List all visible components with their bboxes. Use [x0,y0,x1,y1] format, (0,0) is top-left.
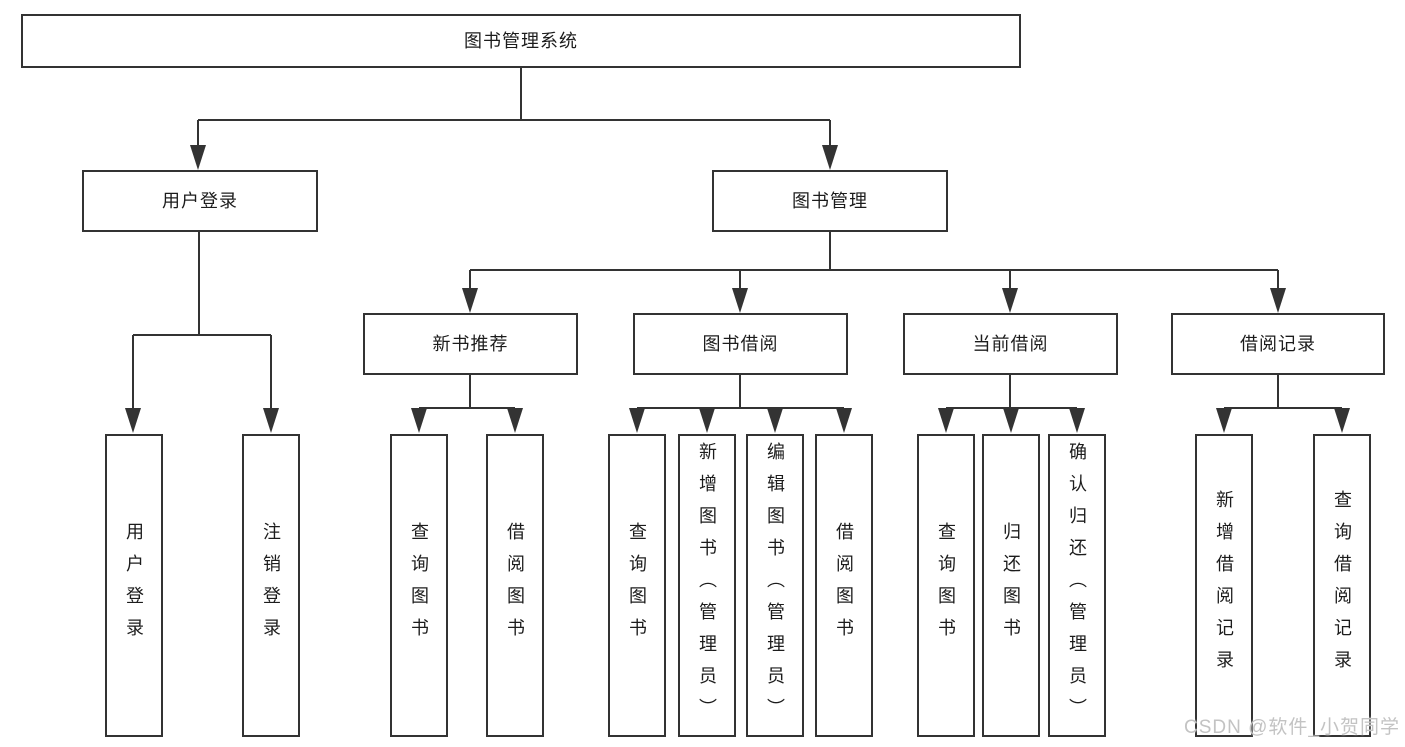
leaf-return-book: 归还图书 [982,434,1040,737]
node-label: 编辑图书（管理员） [765,441,785,730]
node-label: 新书推荐 [432,334,509,354]
leaf-edit-book-admin: 编辑图书（管理员） [746,434,804,737]
node-label: 借阅图书 [834,521,854,650]
node-label: 注销登录 [261,521,281,650]
leaf-query-books-borrow: 查询图书 [608,434,666,737]
node-label: 新增图书（管理员） [697,441,717,730]
node-label: 归还图书 [1001,521,1021,650]
csdn-watermark: CSDN @软件_小贺同学 [1184,717,1400,738]
node-label: 用户登录 [162,191,238,211]
node-root-library-system: 图书管理系统 [21,14,1021,68]
node-label: 图书管理系统 [464,31,578,51]
node-label: 查询图书 [627,521,647,650]
node-label: 查询图书 [936,521,956,650]
node-book-borrowing: 图书借阅 [633,313,848,375]
node-label: 新增借阅记录 [1214,489,1234,682]
node-label: 用户登录 [124,521,144,650]
leaf-borrow-books-recommend: 借阅图书 [486,434,544,737]
node-current-borrowing: 当前借阅 [903,313,1118,375]
node-label: 借阅图书 [505,521,525,650]
leaf-borrow-books: 借阅图书 [815,434,873,737]
node-label: 当前借阅 [972,334,1049,354]
node-new-book-recommend: 新书推荐 [363,313,578,375]
leaf-user-login: 用户登录 [105,434,163,737]
node-borrowing-records: 借阅记录 [1171,313,1385,375]
leaf-query-books-recommend: 查询图书 [390,434,448,737]
leaf-query-borrow-record: 查询借阅记录 [1313,434,1371,737]
node-label: 图书管理 [792,191,868,211]
node-label: 查询借阅记录 [1332,489,1352,682]
node-book-management: 图书管理 [712,170,948,232]
leaf-add-borrow-record: 新增借阅记录 [1195,434,1253,737]
leaf-confirm-return-admin: 确认归还（管理员） [1048,434,1106,737]
leaf-logout: 注销登录 [242,434,300,737]
node-label: 查询图书 [409,521,429,650]
leaf-add-book-admin: 新增图书（管理员） [678,434,736,737]
arrowheads [125,145,1350,433]
node-label: 确认归还（管理员） [1067,441,1087,730]
node-user-login: 用户登录 [82,170,318,232]
leaf-query-books-current: 查询图书 [917,434,975,737]
node-label: 图书借阅 [702,334,779,354]
node-label: 借阅记录 [1240,334,1316,354]
